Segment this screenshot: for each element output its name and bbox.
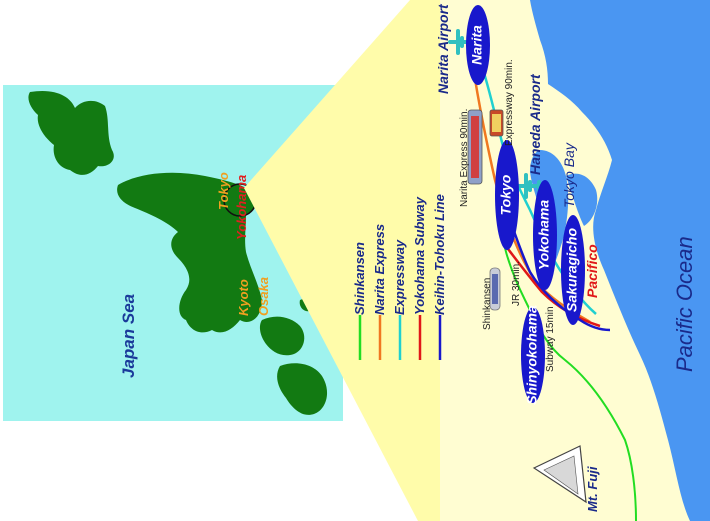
shinkansen-train-icon xyxy=(489,267,501,311)
jr-time-label: JR 30min. xyxy=(511,261,522,306)
haneda-airport-label: Haneda Airport xyxy=(527,73,543,175)
legend-label-keihin-tohoku: Keihin-Tohoku Line xyxy=(432,194,447,315)
legend: Shinkansen Narita Express Expressway Yok… xyxy=(352,194,447,360)
legend-item-narita-express: Narita Express xyxy=(372,224,387,360)
legend-label-yokohama-subway: Yokohama Subway xyxy=(412,196,427,315)
station-narita-label: Narita xyxy=(469,25,485,65)
station-tokyo[interactable]: Tokyo xyxy=(495,140,519,250)
subway-time-label: Subway 15min xyxy=(545,306,556,372)
station-shinyokohama[interactable]: Shinyokohama xyxy=(521,305,545,405)
legend-label-narita-express: Narita Express xyxy=(372,224,387,315)
zoom-wedge xyxy=(244,0,440,521)
station-yokohama-label: Yokohama xyxy=(536,200,552,270)
legend-label-shinkansen: Shinkansen xyxy=(352,242,367,315)
yokohama-city-label: Yokohama xyxy=(234,175,249,240)
pacific-ocean-area xyxy=(530,0,710,521)
legend-item-yokohama-subway: Yokohama Subway xyxy=(412,196,427,360)
kyoto-city-label: Kyoto xyxy=(236,279,251,316)
detail-map: Narita Tokyo Yokohama Sakuragicho Shinyo… xyxy=(435,0,710,521)
expressway-time-label: Expressway 90min. xyxy=(504,59,515,146)
legend-item-expressway: Expressway xyxy=(392,239,407,360)
narita-airport-label: Narita Airport xyxy=(435,3,451,94)
honshu-landmass xyxy=(117,172,263,333)
haneda-airplane-icon xyxy=(516,173,544,199)
legend-item-shinkansen: Shinkansen xyxy=(352,242,367,360)
tokyo-city-label: Tokyo xyxy=(216,172,231,210)
station-narita[interactable]: Narita xyxy=(466,5,490,85)
narita-express-time-label: Narita Express 90min. xyxy=(459,109,470,207)
expressway-bus-icon xyxy=(489,109,504,137)
station-shinyokohama-label: Shinyokohama xyxy=(524,305,540,405)
legend-label-expressway: Expressway xyxy=(392,239,407,315)
legend-item-keihin-tohoku: Keihin-Tohoku Line xyxy=(432,194,447,360)
shikoku-landmass xyxy=(259,316,305,356)
pacifico-label: Pacifico xyxy=(584,244,600,298)
mt-fuji-icon xyxy=(532,445,587,504)
pacific-ocean-label: Pacific Ocean xyxy=(672,236,697,372)
mt-fuji-label: Mt. Fuji xyxy=(585,466,600,512)
yokohama-subway-line xyxy=(504,244,601,328)
shinkansen-line xyxy=(496,199,637,521)
station-sakuragicho-label: Sakuragicho xyxy=(564,228,580,312)
hokkaido-landmass xyxy=(28,90,114,175)
tokyo-bay-label: Tokyo Bay xyxy=(561,142,577,208)
kyushu-landmass xyxy=(277,363,328,415)
osaka-city-label: Osaka xyxy=(256,277,271,316)
station-tokyo-label: Tokyo xyxy=(498,174,514,215)
bay-inner-area xyxy=(566,173,598,226)
station-yokohama[interactable]: Yokohama xyxy=(533,180,557,290)
narita-airplane-icon xyxy=(448,29,476,55)
station-sakuragicho[interactable]: Sakuragicho xyxy=(561,215,585,325)
japan-sea-label: Japan Sea xyxy=(119,294,138,378)
shinkansen-note-label: Shinkansen xyxy=(482,278,493,330)
narita-express-train-icon xyxy=(467,109,483,185)
